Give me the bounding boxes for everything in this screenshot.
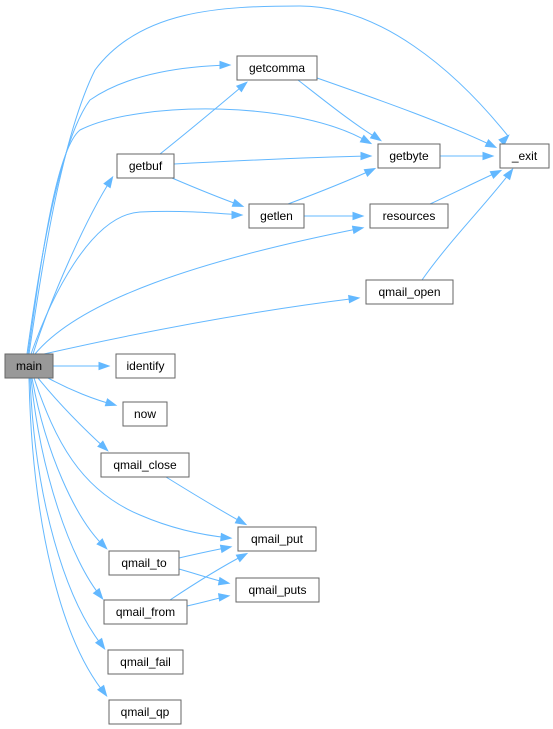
edge-main-to-qmail-open: [43, 294, 361, 355]
edge-getlen-to-resources: [303, 211, 365, 221]
node-exit-label: _exit: [511, 149, 538, 163]
edge-getbyte-to-exit: [439, 151, 495, 161]
edge-getbuf-to-getbyte: [173, 151, 373, 165]
edge-main-to-resources: [34, 225, 365, 355]
edge-qmail-close-to-qmail-put: [165, 476, 248, 526]
node-now[interactable]: now: [122, 401, 168, 427]
node-getbuf[interactable]: getbuf: [116, 153, 175, 179]
node-exit[interactable]: _exit: [499, 143, 550, 169]
edge-main-to-qmail-close: [37, 377, 109, 452]
node-qmail-from-label: qmail_from: [116, 605, 175, 619]
node-resources-label: resources: [383, 209, 436, 223]
edge-main-to-getlen: [30, 210, 244, 355]
edge-getbuf-to-getcomma: [159, 81, 248, 155]
edge-getcomma-to-exit: [316, 77, 498, 149]
edge-main-to-getbyte: [27, 108, 373, 355]
node-qmail-close[interactable]: qmail_close: [100, 452, 190, 478]
node-qmail-put-label: qmail_put: [251, 532, 304, 546]
node-identify-label: identify: [126, 359, 164, 373]
edge-main-to-qmail-qp: [28, 377, 108, 698]
node-getbuf-label: getbuf: [129, 159, 163, 173]
node-qmail-puts-label: qmail_puts: [248, 583, 306, 597]
edge-main-to-getbuf: [32, 175, 114, 355]
node-qmail-qp-label: qmail_qp: [121, 705, 170, 719]
edge-qmail-from-to-qmail-put: [169, 552, 249, 601]
edge-main-to-now: [47, 377, 118, 407]
node-qmail-open-label: qmail_open: [378, 285, 440, 299]
edge-main-to-identify: [53, 361, 111, 371]
edge-main-to-qmail-put: [33, 377, 233, 542]
edge-main-to-qmail-fail: [29, 377, 106, 651]
edge-resources-to-exit: [429, 169, 503, 205]
node-getcomma-label: getcomma: [249, 61, 305, 75]
node-identify[interactable]: identify: [115, 353, 176, 379]
edge-getbuf-to-getlen: [171, 177, 245, 207]
node-main[interactable]: main: [4, 353, 54, 379]
edge-qmail-to-to-qmail-puts: [178, 568, 231, 586]
node-qmail-close-label: qmail_close: [113, 458, 177, 472]
node-getlen-label: getlen: [260, 209, 293, 223]
node-getlen[interactable]: getlen: [248, 203, 305, 229]
node-qmail-puts[interactable]: qmail_puts: [235, 577, 320, 603]
edge-main-to-exit: [28, 5, 510, 355]
edges-layer: [26, 5, 514, 698]
node-now-label: now: [134, 407, 156, 421]
edge-qmail-open-to-exit: [421, 167, 514, 281]
node-qmail-from[interactable]: qmail_from: [103, 599, 188, 625]
node-qmail-open[interactable]: qmail_open: [365, 279, 454, 305]
node-resources[interactable]: resources: [369, 203, 449, 229]
node-qmail-qp[interactable]: qmail_qp: [108, 699, 182, 725]
edge-qmail-from-to-qmail-puts: [186, 593, 231, 607]
node-main-label: main: [16, 359, 42, 373]
node-qmail-to-label: qmail_to: [121, 556, 167, 570]
edge-main-to-getcomma: [26, 60, 232, 355]
edge-getlen-to-getbyte: [287, 167, 377, 205]
node-getbyte[interactable]: getbyte: [377, 143, 441, 169]
node-getcomma[interactable]: getcomma: [236, 55, 318, 81]
edge-qmail-to-to-qmail-put: [178, 544, 233, 559]
node-qmail-to[interactable]: qmail_to: [108, 550, 180, 576]
edge-getcomma-to-getbyte: [297, 79, 383, 142]
node-getbyte-label: getbyte: [389, 149, 429, 163]
edge-main-to-qmail-from: [30, 377, 104, 600]
node-qmail-put[interactable]: qmail_put: [237, 526, 317, 552]
edge-main-to-qmail-to: [31, 377, 108, 550]
node-qmail-fail-label: qmail_fail: [120, 655, 171, 669]
node-qmail-fail[interactable]: qmail_fail: [107, 649, 184, 675]
